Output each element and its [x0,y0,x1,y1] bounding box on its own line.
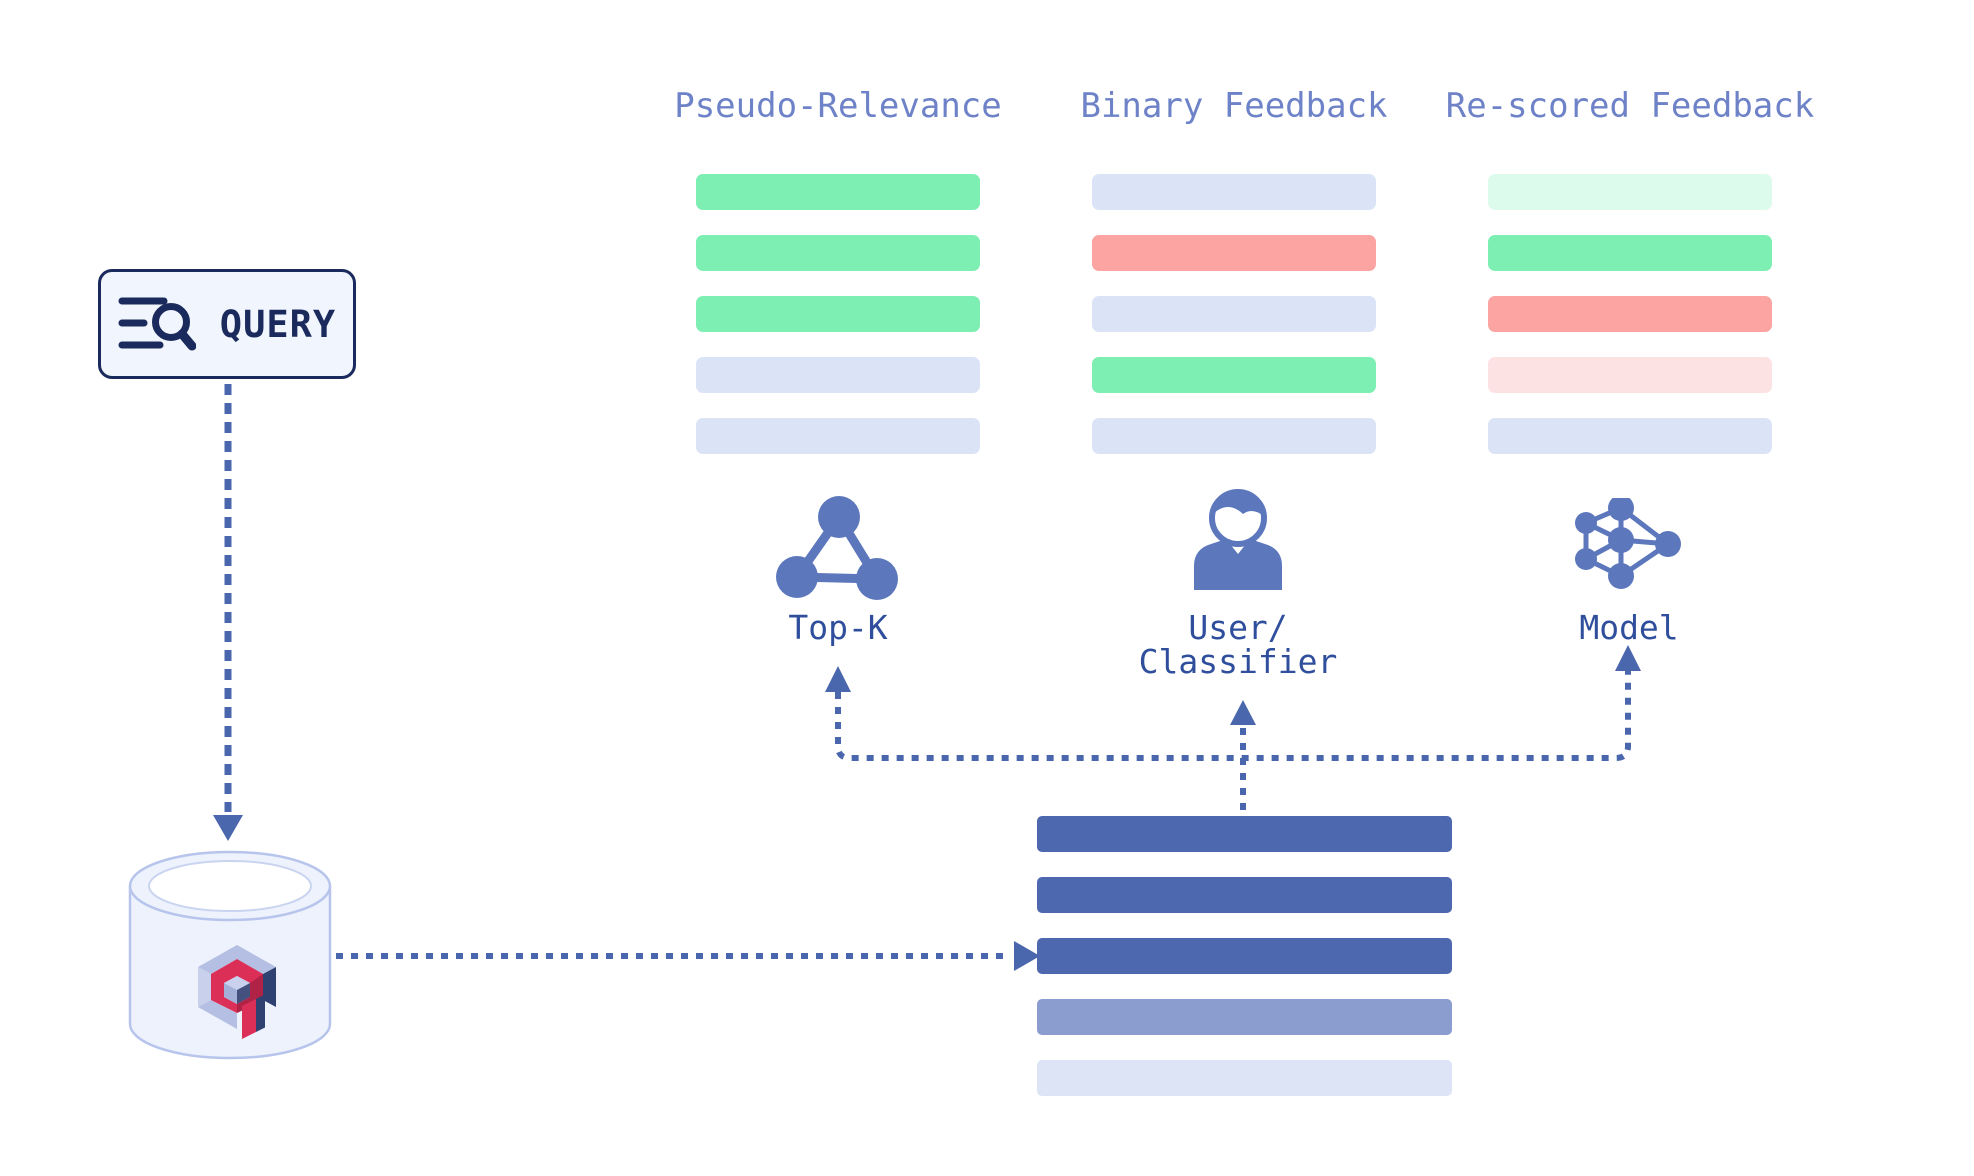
result-bar [1037,1060,1452,1096]
column-title-pseudo-relevance: Pseudo-Relevance [674,86,1002,126]
model-icon [1575,498,1681,589]
rescored-bar [1488,296,1772,332]
search-query-icon [118,297,196,351]
label-user-classifier: User/ Classifier [1138,608,1338,681]
result-bar [1037,938,1452,974]
relevance-bar [696,174,980,210]
relevance-bar [696,357,980,393]
feedback-bus-line [835,671,1631,761]
feedback-bar [1092,235,1376,271]
arrowhead-down-icon [213,815,243,841]
column-title-binary-feedback: Binary Feedback [1080,86,1388,126]
relevance-bar [696,235,980,271]
relevance-bar [696,296,980,332]
relevance-bar [696,418,980,454]
result-bar [1037,877,1452,913]
retrieved-results-stack [1037,816,1452,1121]
rescored-feedback-list [1488,174,1772,479]
arrowhead-up-center-icon [1230,700,1256,725]
cluster-icon [776,496,898,600]
rescored-bar [1488,235,1772,271]
rescored-bar [1488,418,1772,454]
arrowhead-up-left-icon [825,666,851,692]
query-box: QUERY [98,269,356,379]
feedback-bar [1092,174,1376,210]
result-bar [1037,999,1452,1035]
result-bar [1037,816,1452,852]
query-label: QUERY [219,302,337,346]
column-title-rescored-feedback: Re-scored Feedback [1445,86,1815,126]
qdrant-logo [198,945,276,1039]
feedback-bar [1092,296,1376,332]
label-top-k: Top-K [788,608,888,647]
arrowhead-right-icon [1014,941,1040,971]
user-icon [1194,489,1282,590]
label-model: Model [1579,608,1679,647]
feedback-bar [1092,418,1376,454]
rescored-bar [1488,174,1772,210]
arrowhead-up-right-icon [1615,645,1641,671]
feedback-bar [1092,357,1376,393]
vector-database-cylinder [128,850,332,1060]
binary-feedback-list [1092,174,1376,479]
pseudo-relevance-list [696,174,980,479]
rescored-bar [1488,357,1772,393]
